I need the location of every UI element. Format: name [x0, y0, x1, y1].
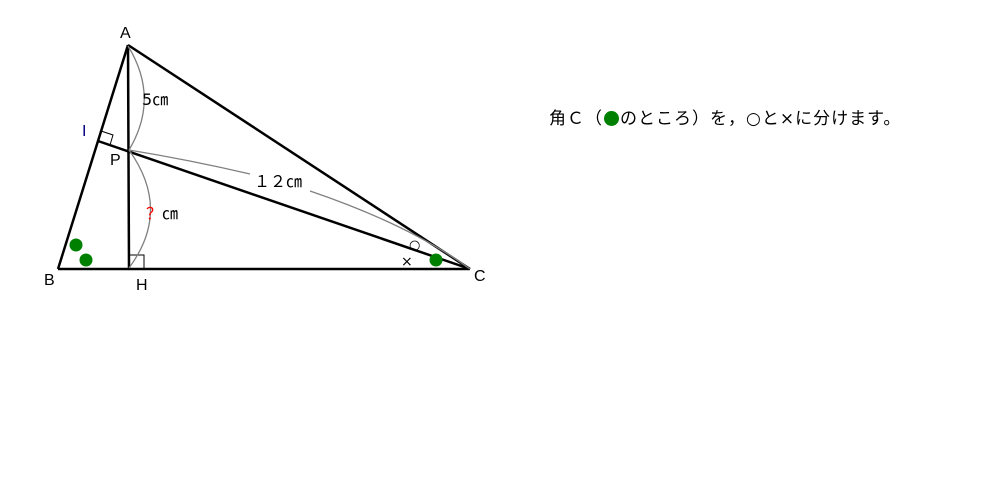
label-b: B	[44, 272, 55, 289]
segment-ic	[97, 139, 471, 271]
segment-ah	[126, 44, 131, 270]
angle-b-dot-2	[79, 253, 93, 267]
angle-cross-mark: ×	[401, 254, 413, 270]
caption: 角Ｃ（ のところ）を，○と×に分けます。	[549, 104, 901, 129]
measure-pc: １２㎝	[254, 172, 302, 191]
green-dot-icon	[604, 111, 619, 126]
angle-circle-mark: ○	[409, 238, 420, 253]
side-ac	[127, 43, 471, 271]
arc-ph	[128, 149, 152, 269]
arc-ap	[127, 45, 145, 151]
label-i: I	[82, 123, 86, 140]
label-a: A	[120, 25, 131, 42]
angle-b-dot-1	[69, 238, 83, 252]
side-ab	[56, 44, 130, 270]
caption-before: 角Ｃ（	[549, 109, 603, 129]
right-angle-i	[100, 130, 114, 146]
label-h: H	[136, 277, 148, 294]
label-c: C	[474, 268, 486, 285]
label-p: P	[110, 152, 121, 169]
right-angle-h	[129, 254, 145, 269]
arc-pc-left	[128, 149, 251, 175]
angle-c-dot	[429, 253, 443, 267]
measure-ph: ？㎝	[146, 204, 178, 223]
measure-ap: 5㎝	[142, 90, 168, 109]
caption-after: のところ）を，○と×に分けます。	[620, 109, 902, 129]
arc-pc-right	[309, 190, 471, 270]
